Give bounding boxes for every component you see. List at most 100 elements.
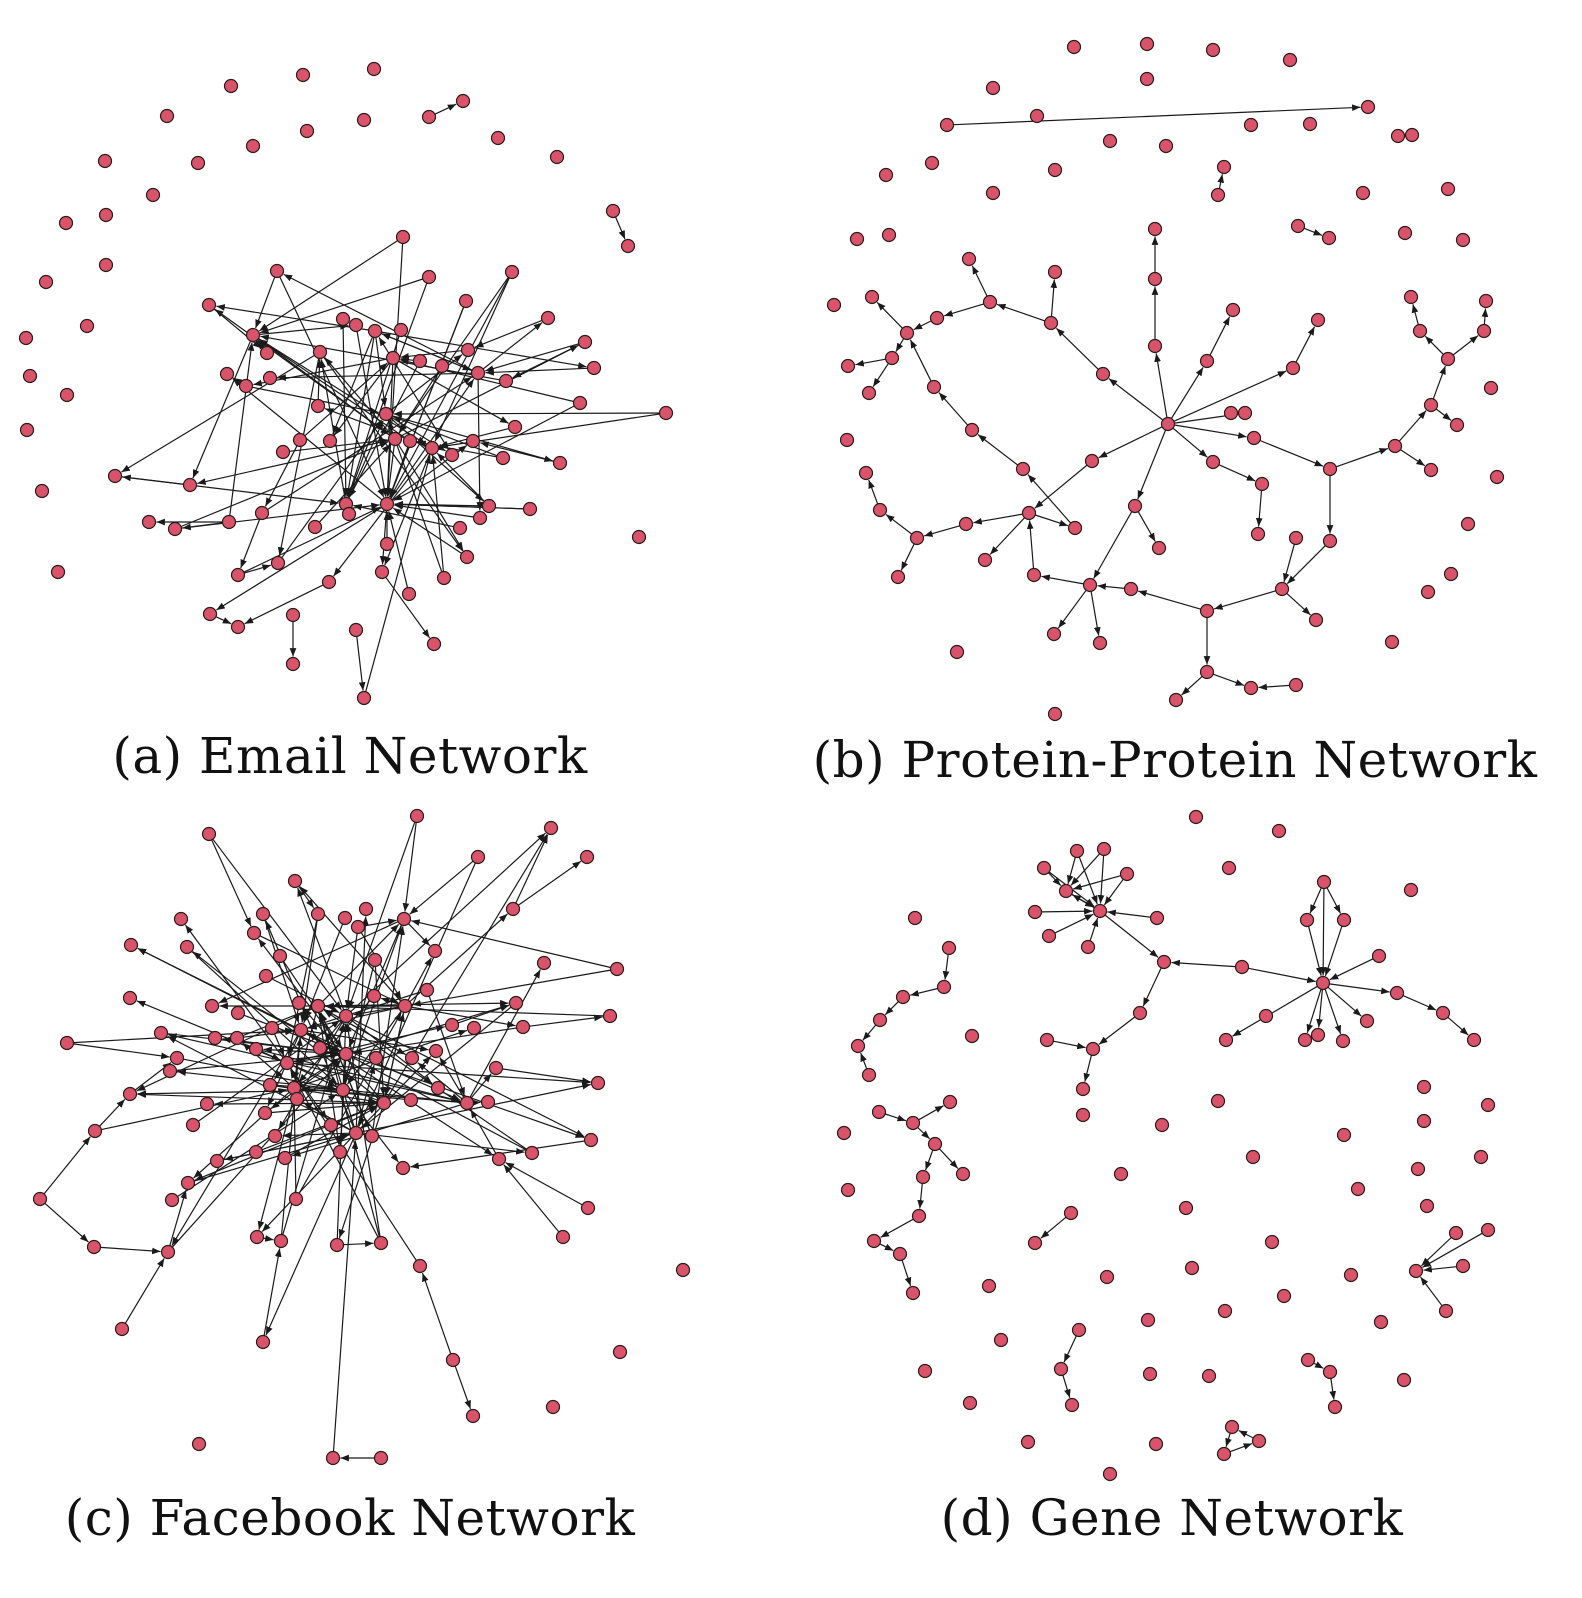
graph-node [579, 849, 595, 865]
edge-arrow [1212, 673, 1245, 686]
edge-arrow [353, 503, 454, 528]
graph-node [961, 251, 977, 267]
graph-node [1075, 1107, 1091, 1123]
edge-arrow [480, 441, 554, 462]
graph-node [1297, 1032, 1313, 1048]
graph-node [1315, 975, 1331, 991]
graph-node [350, 919, 366, 935]
edge-arrow [1282, 544, 1295, 582]
graph-node [543, 820, 559, 836]
edge-arrow [380, 332, 472, 371]
graph-node [1113, 1166, 1129, 1182]
graph-node [1102, 133, 1118, 149]
graph-node [1449, 417, 1465, 433]
edge-arrow [279, 276, 385, 498]
graph-node [428, 1043, 444, 1059]
graph-node [949, 644, 965, 660]
edge-arrow [408, 923, 431, 947]
graph-node [310, 998, 326, 1014]
graph-node [249, 1229, 265, 1245]
graph-node [1199, 603, 1215, 619]
graph-node [985, 185, 1001, 201]
edge-arrow [402, 822, 417, 912]
graph-node [145, 187, 161, 203]
graph-node [1102, 1466, 1118, 1482]
graph-node [38, 274, 54, 290]
edge-arrow [298, 1000, 371, 1083]
graph-node [22, 368, 38, 384]
graph-node [536, 955, 552, 971]
graph-node [87, 1123, 103, 1139]
edge-arrow [1173, 370, 1287, 422]
edge-arrow [1286, 592, 1311, 616]
graph-node [160, 1244, 176, 1260]
graph-node [202, 606, 218, 622]
graph-node [275, 444, 291, 460]
graph-node [332, 1144, 348, 1160]
graph-node [1205, 42, 1221, 58]
edge-arrow [274, 1067, 284, 1080]
edge-arrow [470, 1073, 492, 1099]
edge-arrow [282, 1132, 350, 1139]
edge-arrow [298, 1012, 402, 1194]
graph-node [1139, 71, 1155, 87]
edge-arrow [482, 322, 543, 370]
graph-node [366, 61, 382, 77]
edge-arrow [364, 918, 397, 927]
edge-arrow [1107, 909, 1151, 918]
edge-arrow [1083, 1055, 1092, 1082]
graph-node [269, 263, 285, 279]
graph-node [219, 366, 235, 382]
graph-node [577, 334, 593, 350]
panel-facebook-network [32, 808, 691, 1466]
graph-node [1480, 1222, 1496, 1238]
edge-arrow [615, 216, 626, 240]
graph-node [348, 317, 364, 333]
graph-node [254, 505, 270, 521]
graph-node [982, 294, 998, 310]
edge-arrow [212, 838, 342, 1011]
edge-arrow [1078, 856, 1098, 905]
edge-arrow [351, 1018, 585, 1138]
graph-node [583, 1132, 599, 1148]
edge-arrow [1432, 365, 1446, 400]
graph-node [424, 440, 440, 456]
edge-arrow [529, 1014, 603, 1027]
edge-arrow [953, 104, 1361, 126]
graph-node [1302, 116, 1318, 132]
graph-node [1210, 1093, 1226, 1109]
graph-node [609, 961, 625, 977]
graph-node [881, 227, 897, 243]
edge-arrow [348, 420, 384, 499]
graph-node [427, 943, 443, 959]
graph-node [404, 1050, 420, 1066]
graph-node [470, 365, 486, 381]
graph-node [505, 901, 521, 917]
graph-node [472, 510, 488, 526]
graph-node [1412, 323, 1428, 339]
graph-node [337, 910, 353, 926]
edge-arrow [124, 1258, 165, 1324]
edge-arrow [938, 392, 969, 426]
edge-arrow [1335, 447, 1389, 468]
graph-node [866, 1233, 882, 1249]
graph-node [1390, 128, 1406, 144]
graph-node [620, 238, 636, 254]
graph-node [409, 808, 425, 824]
edge-arrow [1041, 574, 1084, 585]
edge-arrow [855, 358, 886, 367]
edge-arrow [271, 978, 340, 1014]
edge-arrow [1154, 353, 1168, 418]
graph-node [34, 483, 50, 499]
graph-node [1148, 1436, 1164, 1452]
edge-arrow [342, 325, 350, 497]
graph-node [1455, 1258, 1471, 1274]
graph-node [1216, 1446, 1232, 1462]
graph-node [1123, 581, 1139, 597]
graph-node [402, 433, 418, 449]
edge-arrow [381, 331, 587, 369]
edge-arrow [183, 1058, 336, 1091]
edge-arrow [258, 240, 398, 332]
edge-arrow [1400, 449, 1426, 467]
edge-arrow [1303, 227, 1323, 236]
